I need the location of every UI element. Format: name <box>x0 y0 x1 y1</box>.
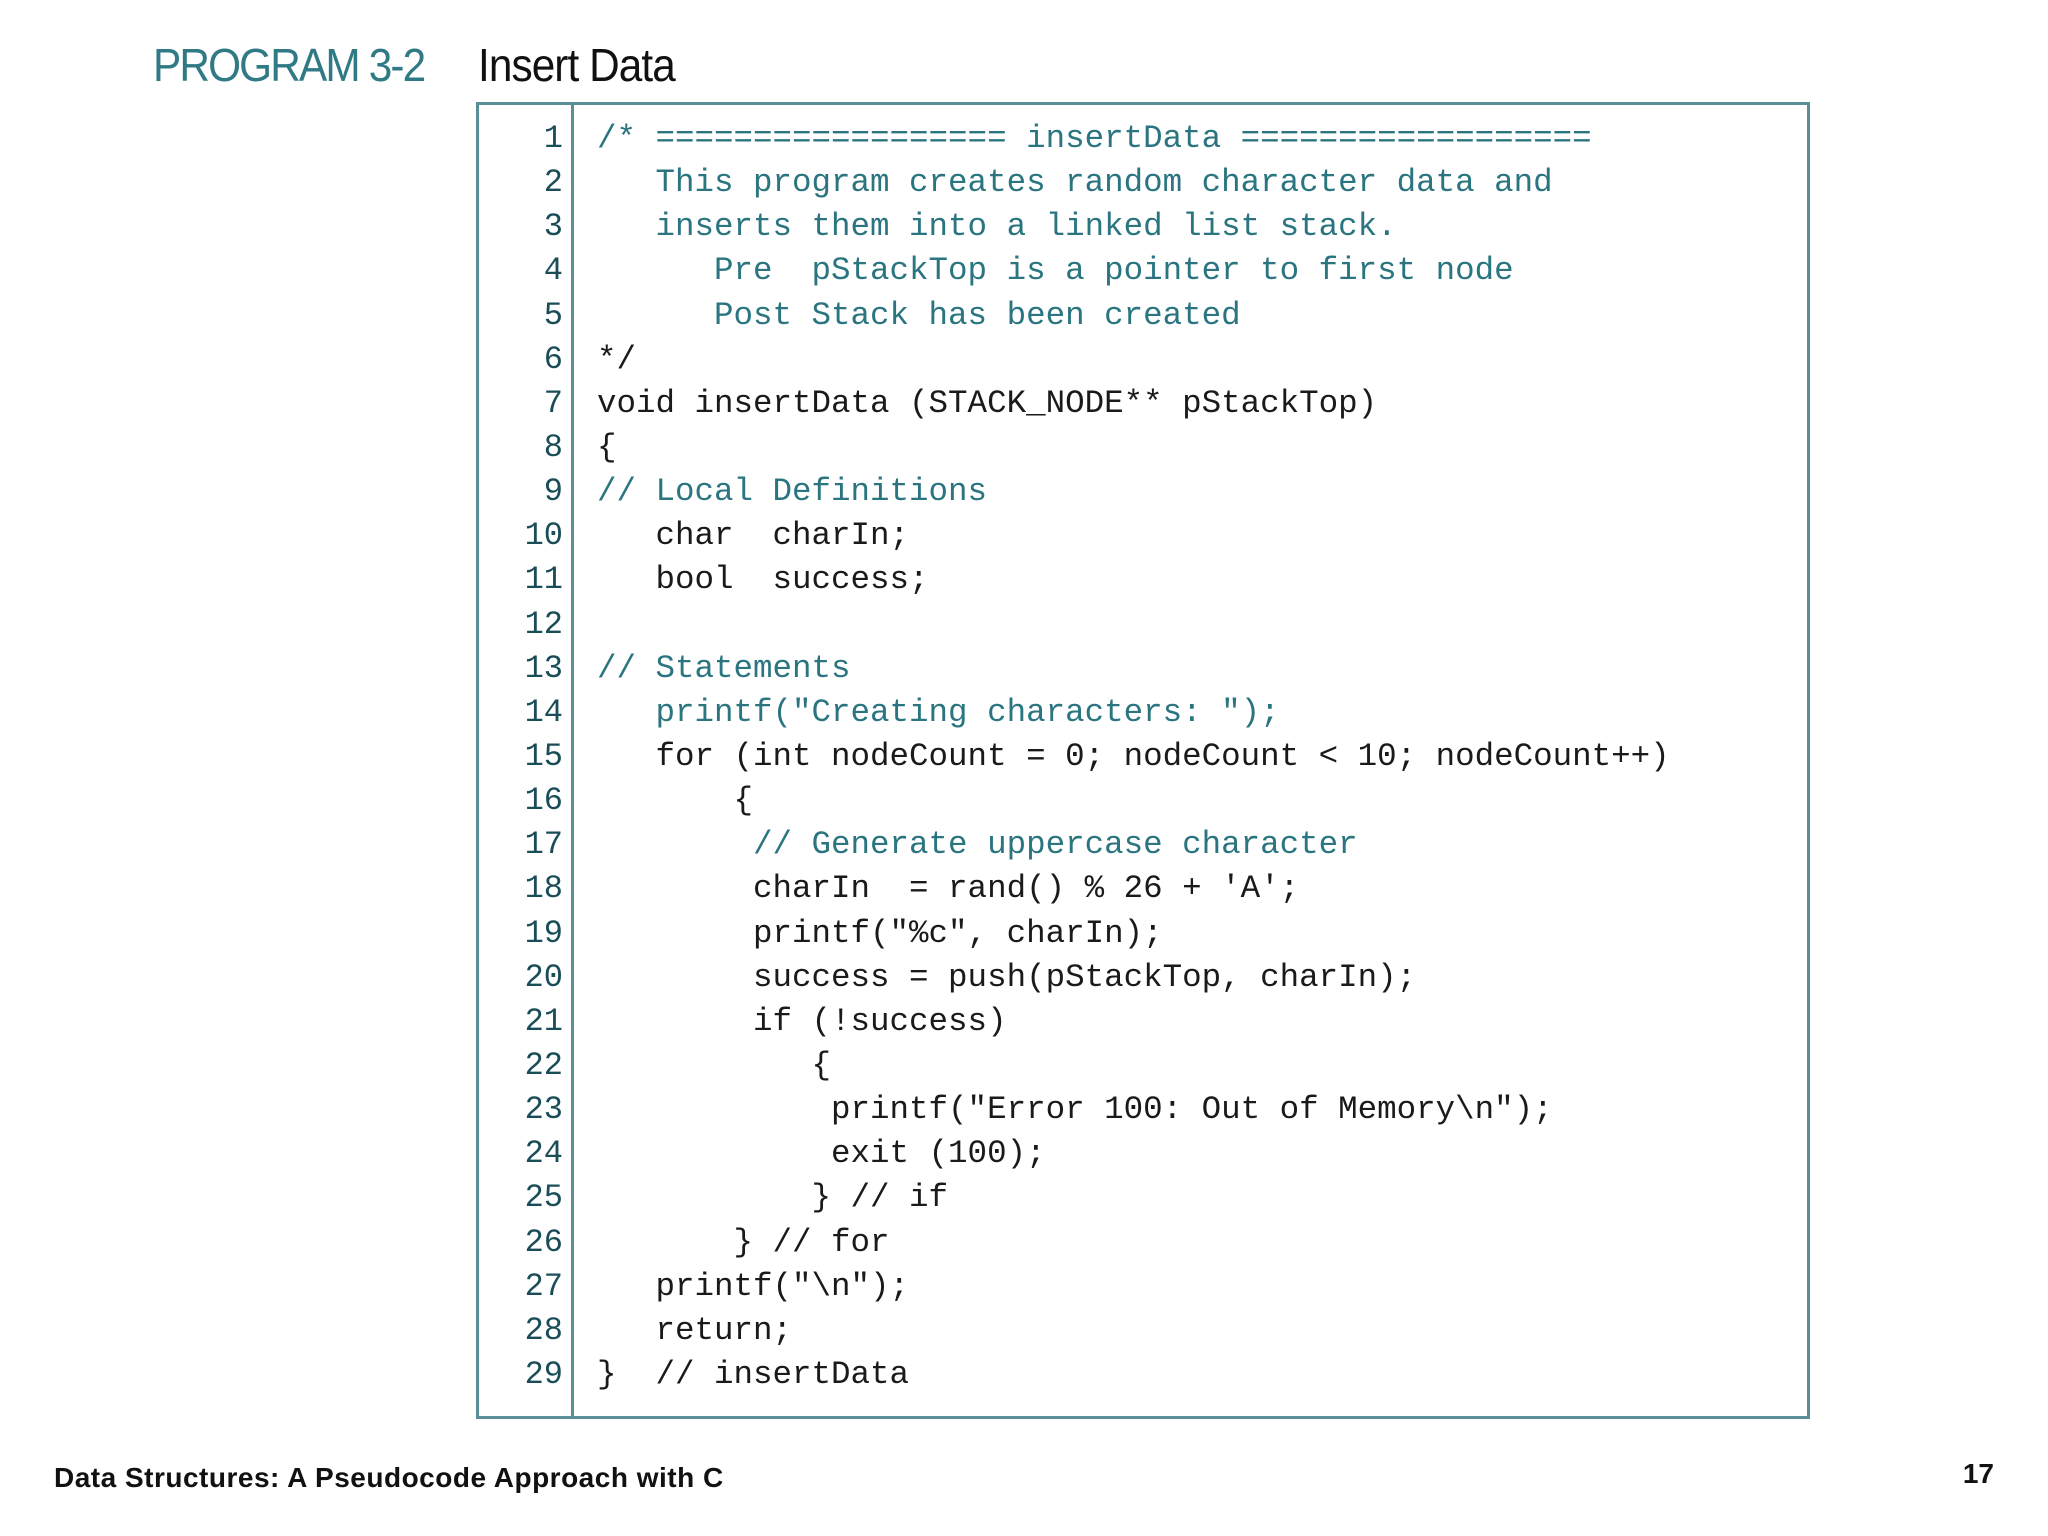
line-number: 29 <box>524 1355 563 1393</box>
code-line <box>597 603 1670 647</box>
code-line: } // insertData <box>597 1355 910 1393</box>
line-number: 28 <box>524 1311 563 1349</box>
line-number: 1 <box>543 120 563 157</box>
line-number: 17 <box>524 826 563 864</box>
code-line: charIn = rand() % 26 + 'A'; <box>597 870 1300 908</box>
code-line: // Local Definitions <box>597 473 988 511</box>
code-line: This program creates random character da… <box>597 164 1553 202</box>
program-title: Insert Data <box>478 39 676 91</box>
code-line: return; <box>597 1311 793 1349</box>
line-number: 25 <box>524 1179 563 1217</box>
code-line: printf("\n"); <box>597 1267 910 1305</box>
line-number: 10 <box>524 517 563 555</box>
line-number: 22 <box>524 1046 563 1084</box>
code-line: /* ================== insertData =======… <box>597 120 1592 157</box>
code-line: for (int nodeCount = 0; nodeCount < 10; … <box>597 737 1670 775</box>
line-number: 9 <box>543 473 563 511</box>
code-line: { <box>597 1046 832 1084</box>
line-number: 26 <box>524 1223 563 1261</box>
code-line: Post Stack has been created <box>597 296 1241 334</box>
line-number: 16 <box>524 782 563 820</box>
code-line: inserts them into a linked list stack. <box>597 208 1397 246</box>
line-number: 18 <box>524 870 563 908</box>
line-number: 15 <box>524 737 563 775</box>
line-number: 24 <box>524 1135 563 1173</box>
code-line: if (!success) <box>597 1002 1007 1040</box>
program-heading: PROGRAM 3-2 Insert Data <box>153 30 676 100</box>
code-line: } // if <box>597 1179 949 1217</box>
code-line: Pre pStackTop is a pointer to first node <box>597 252 1514 290</box>
code-column: /* ================== insertData =======… <box>597 117 1670 1397</box>
line-number: 3 <box>543 208 563 246</box>
code-line: printf("Creating characters: "); <box>597 693 1280 731</box>
line-number: 13 <box>524 649 563 687</box>
line-number: 7 <box>543 384 563 422</box>
code-line: char charIn; <box>597 517 910 555</box>
code-line: { <box>597 428 617 466</box>
code-line: exit (100); <box>597 1135 1046 1173</box>
footer-book-title: Data Structures: A Pseudocode Approach w… <box>54 1462 724 1493</box>
line-number: 11 <box>524 561 563 599</box>
line-number: 4 <box>543 252 563 290</box>
code-line: bool success; <box>597 561 929 599</box>
line-number: 12 <box>524 605 563 643</box>
code-line: printf("%c", charIn); <box>597 914 1163 952</box>
code-line: // Statements <box>597 649 851 687</box>
line-number: 27 <box>524 1267 563 1305</box>
line-number: 6 <box>543 340 563 378</box>
line-number: 20 <box>524 958 563 996</box>
code-line: printf("Error 100: Out of Memory\n"); <box>597 1091 1553 1129</box>
line-number: 23 <box>524 1091 563 1129</box>
footer-page-number: 17 <box>1962 1458 1994 1489</box>
line-number: 8 <box>543 428 563 466</box>
code-line: } // for <box>597 1223 890 1261</box>
line-number: 14 <box>524 693 563 731</box>
code-line: */ <box>597 340 637 378</box>
line-number: 19 <box>524 914 563 952</box>
line-number: 5 <box>543 296 563 334</box>
gutter-divider <box>571 105 574 1416</box>
line-number: 2 <box>543 164 563 202</box>
code-line: // Generate uppercase character <box>597 826 1358 864</box>
code-line: void insertData (STACK_NODE** pStackTop) <box>597 384 1378 422</box>
code-line: { <box>597 782 754 820</box>
line-number: 21 <box>524 1002 563 1040</box>
code-line: success = push(pStackTop, charIn); <box>597 958 1417 996</box>
program-label: PROGRAM 3-2 <box>153 39 426 91</box>
